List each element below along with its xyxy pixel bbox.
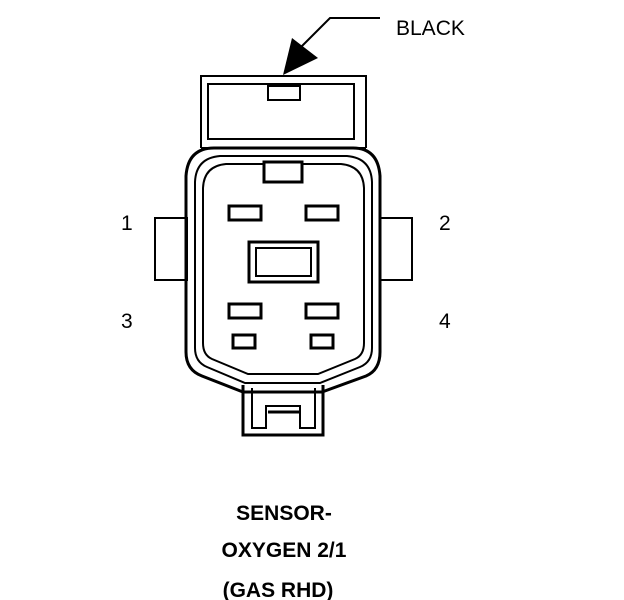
terminal-cavities xyxy=(227,160,340,350)
pin-4-cavity xyxy=(304,302,340,320)
left-mounting-ear xyxy=(154,217,188,281)
pin-3-label: 3 xyxy=(121,310,133,333)
pin-2-cavity xyxy=(304,204,340,222)
lower-right-cavity xyxy=(309,333,335,350)
pin-2-label: 2 xyxy=(439,212,451,235)
right-mounting-ear xyxy=(379,217,413,281)
pin-1-cavity xyxy=(227,204,263,222)
connector-top-latch xyxy=(200,75,367,149)
callout-arrowhead xyxy=(283,38,318,75)
pin-3-cavity xyxy=(227,302,263,320)
center-cavity-inner xyxy=(255,247,312,277)
key-cavity xyxy=(262,160,304,184)
lower-left-cavity xyxy=(231,333,257,350)
pin-4-label: 4 xyxy=(439,310,451,333)
caption-line-3: (GAS RHD) xyxy=(223,579,334,600)
connector-lock-tab xyxy=(241,385,325,437)
color-label: BLACK xyxy=(396,17,465,40)
color-callout xyxy=(283,17,380,75)
caption-line-1: SENSOR- xyxy=(236,502,332,525)
pin-1-label: 1 xyxy=(121,212,133,235)
caption-line-2: OXYGEN 2/1 xyxy=(222,539,347,562)
